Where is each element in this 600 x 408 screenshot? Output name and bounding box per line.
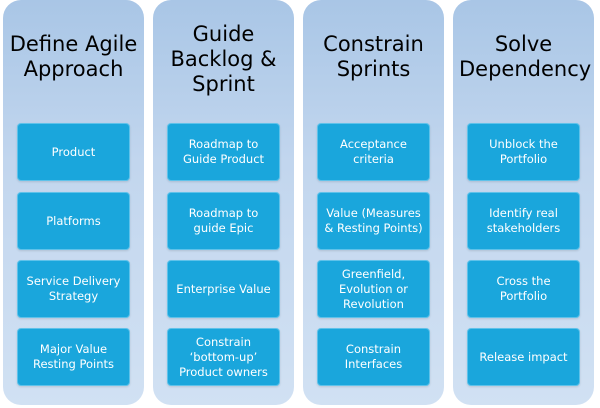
column-title: Guide Backlog & Sprint (170, 22, 277, 96)
card-identify-real-stakeholders: Identify real stakeholders (467, 192, 580, 250)
card-roadmap-guide-epic: Roadmap to guide Epic (167, 192, 280, 250)
card-product: Product (17, 123, 130, 181)
column-title: Solve Dependency (459, 32, 592, 81)
card-constrain-bottom-up-product-owners: Constrain ‘bottom-up’ Product owners (167, 328, 280, 386)
column-constrain-sprints: Constrain Sprints Acceptance criteria Va… (303, 0, 444, 405)
card-platforms: Platforms (17, 192, 130, 250)
card-service-delivery-strategy: Service Delivery Strategy (17, 260, 130, 318)
card-release-impact: Release impact (467, 328, 580, 386)
card-major-value-resting-points: Major Value Resting Points (17, 328, 130, 386)
column-solve-dependency: Solve Dependency Unblock the Portfolio I… (453, 0, 594, 405)
card-acceptance-criteria: Acceptance criteria (317, 123, 430, 181)
card-unblock-portfolio: Unblock the Portfolio (467, 123, 580, 181)
card-constrain-interfaces: Constrain Interfaces (317, 328, 430, 386)
card-cross-portfolio: Cross the Portfolio (467, 260, 580, 318)
card-greenfield-evolution-revolution: Greenfield, Evolution or Revolution (317, 260, 430, 318)
card-value-measures-resting-points: Value (Measures & Resting Points) (317, 192, 430, 250)
card-enterprise-value: Enterprise Value (167, 260, 280, 318)
column-title: Define Agile Approach (9, 32, 138, 81)
column-define-agile-approach: Define Agile Approach Product Platforms … (3, 0, 144, 405)
column-guide-backlog-sprint: Guide Backlog & Sprint Roadmap to Guide … (153, 0, 294, 405)
column-title: Constrain Sprints (323, 32, 424, 81)
card-roadmap-guide-product: Roadmap to Guide Product (167, 123, 280, 181)
